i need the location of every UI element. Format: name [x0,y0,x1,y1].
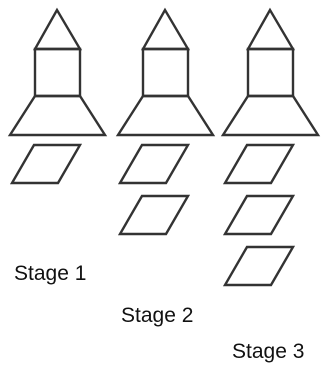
stage-1-figure [10,10,105,183]
stacked-tile [12,145,80,183]
tower-top-triangle [248,10,293,49]
tower-base-trapezoid [10,96,105,135]
tower-base-trapezoid [118,96,213,135]
stacked-tile [225,145,293,183]
tower-base-trapezoid [223,96,318,135]
stacked-tile [225,196,293,234]
tower-middle-square [143,49,188,96]
tower-middle-square [35,49,80,96]
stacked-tile [225,247,293,285]
stage-1-label: Stage 1 [14,263,86,284]
tower-top-triangle [35,10,80,49]
stacked-tile [120,145,188,183]
stacked-tile [120,196,188,234]
stage-2-figure [118,10,213,234]
stage-3-label: Stage 3 [232,341,304,362]
stage-2-label: Stage 2 [121,305,193,326]
tower-middle-square [248,49,293,96]
tower-top-triangle [143,10,188,49]
stage-3-figure [223,10,318,285]
